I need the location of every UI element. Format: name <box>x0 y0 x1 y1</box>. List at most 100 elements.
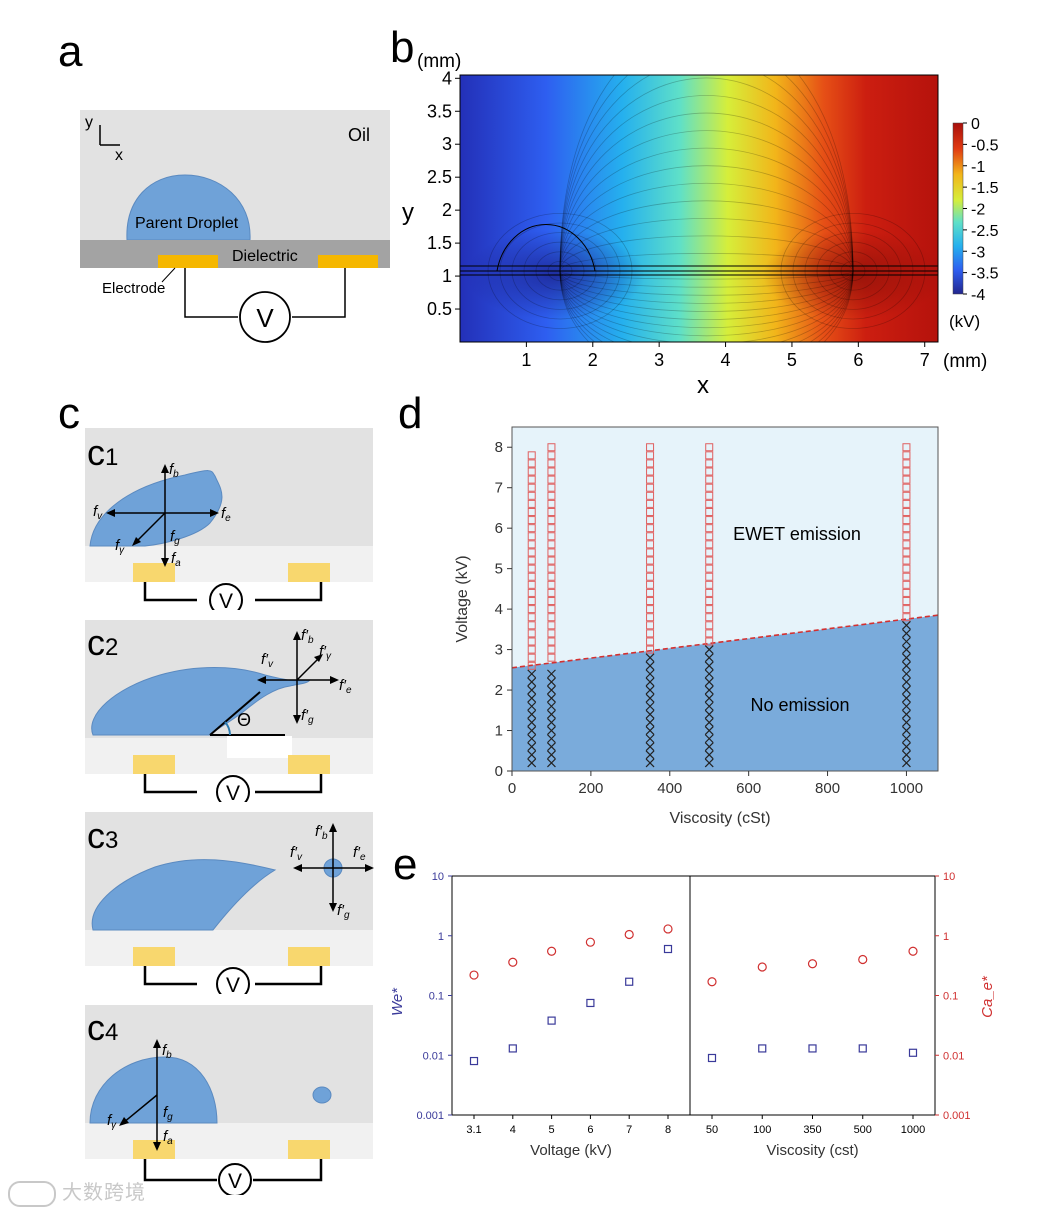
emission-marker <box>527 661 536 670</box>
no-emission-marker <box>645 693 655 703</box>
emission-marker <box>705 621 714 630</box>
x-tick-label: 350 <box>803 1124 821 1136</box>
emission-marker <box>527 572 536 581</box>
ca-marker <box>663 924 673 934</box>
emission-marker <box>547 443 556 452</box>
emission-marker <box>527 588 536 597</box>
emission-marker <box>646 491 655 500</box>
no-emission-marker <box>902 742 911 752</box>
relaxed-droplet <box>89 1056 218 1124</box>
ca-marker <box>624 929 634 940</box>
emission-marker <box>705 516 714 525</box>
no-emission-marker <box>902 661 911 671</box>
right-y-tick-label: 0.1 <box>943 991 958 1003</box>
emission-marker <box>902 451 911 460</box>
x-tick-label: 0 <box>508 780 516 797</box>
voltage-symbol: V <box>226 974 240 994</box>
no-emission-marker <box>704 718 714 727</box>
x-tick-label: 1 <box>521 350 531 370</box>
no-emission-marker <box>902 669 911 679</box>
emission-marker <box>527 507 536 516</box>
field-line <box>559 183 854 272</box>
emission-marker <box>646 467 655 476</box>
electrode-left <box>133 563 175 582</box>
y-tick-label: 6 <box>495 520 503 537</box>
x-tick-label: 3.1 <box>466 1124 481 1136</box>
emission-marker <box>646 475 655 484</box>
right-y-axis-label: Ca_e* <box>979 975 996 1018</box>
ca-marker <box>807 959 818 969</box>
field-line <box>559 270 854 329</box>
emission-marker <box>527 483 536 492</box>
y-tick-label: 2.5 <box>427 167 452 187</box>
emission-marker <box>705 572 714 581</box>
voltage-symbol: V <box>256 303 274 333</box>
emission-marker <box>902 556 911 565</box>
emission-marker <box>547 499 556 508</box>
no-emission-marker <box>704 685 714 695</box>
colorbar <box>952 122 964 295</box>
ca-marker <box>908 946 918 956</box>
y-tick-label: 7 <box>495 480 503 497</box>
x-tick-label: 6 <box>587 1124 593 1136</box>
y-tick-label: 0.5 <box>427 299 452 319</box>
emission-marker <box>547 588 556 597</box>
field-line <box>559 112 854 272</box>
force-arrows <box>261 635 335 720</box>
y-tick-label: 4 <box>442 68 452 88</box>
droplet-outline <box>496 224 596 272</box>
no-emission-marker <box>527 718 537 727</box>
emission-marker <box>547 572 556 581</box>
emission-marker <box>547 548 556 557</box>
emission-marker <box>646 564 655 573</box>
emission-marker <box>527 597 536 606</box>
we-marker <box>625 977 634 986</box>
colorbar-tick-label: -1 <box>971 159 985 176</box>
force-arrows <box>122 1043 158 1147</box>
ca-marker <box>508 957 518 967</box>
emission-marker <box>705 467 714 476</box>
x-tick-label: 400 <box>657 780 682 797</box>
emission-marker <box>527 621 536 630</box>
no-emission-marker <box>902 645 911 655</box>
panel-e-letter: e <box>393 840 418 889</box>
emission-marker <box>705 597 714 606</box>
left-y-tick-label: 0.01 <box>423 1050 444 1062</box>
y-axis-label: y <box>402 199 414 226</box>
field-line <box>559 270 854 320</box>
y-ticks: 0.511.522.533.54 <box>427 68 460 319</box>
right-y-tick-label: 0.001 <box>943 1110 971 1122</box>
emission-marker <box>527 524 536 533</box>
left-y-tick-label: 1 <box>438 931 444 943</box>
no-emission-marker <box>547 701 556 711</box>
parent-droplet <box>126 174 251 241</box>
wire-right <box>253 1159 323 1182</box>
fg-label: fg <box>163 1104 173 1123</box>
no-emission-marker <box>902 677 911 687</box>
axis-y-label: y <box>85 114 93 131</box>
field-line <box>559 270 854 296</box>
x-tick-label: 8 <box>665 1124 671 1136</box>
fb-label: fb <box>169 461 179 480</box>
emission-marker <box>646 516 655 525</box>
field-line <box>559 75 854 272</box>
no-emission-marker <box>902 685 911 695</box>
emission-marker <box>547 475 556 484</box>
emission-marker <box>705 524 714 533</box>
no-emission-marker <box>902 637 911 646</box>
y-tick-label: 3.5 <box>427 101 452 121</box>
emission-marker <box>902 532 911 541</box>
field-line <box>559 270 854 342</box>
panel-d-letter: d <box>398 389 423 438</box>
emission-marker <box>646 613 655 622</box>
emission-marker <box>527 645 536 654</box>
we-marker <box>663 944 673 954</box>
no-emission-marker <box>704 693 714 703</box>
force-arrows <box>297 827 370 908</box>
voltage-symbol: V <box>226 782 240 802</box>
x-tick-label: 200 <box>578 780 603 797</box>
fa-label: fa <box>171 550 181 569</box>
emission-marker <box>705 540 714 549</box>
emission-marker <box>527 580 536 589</box>
